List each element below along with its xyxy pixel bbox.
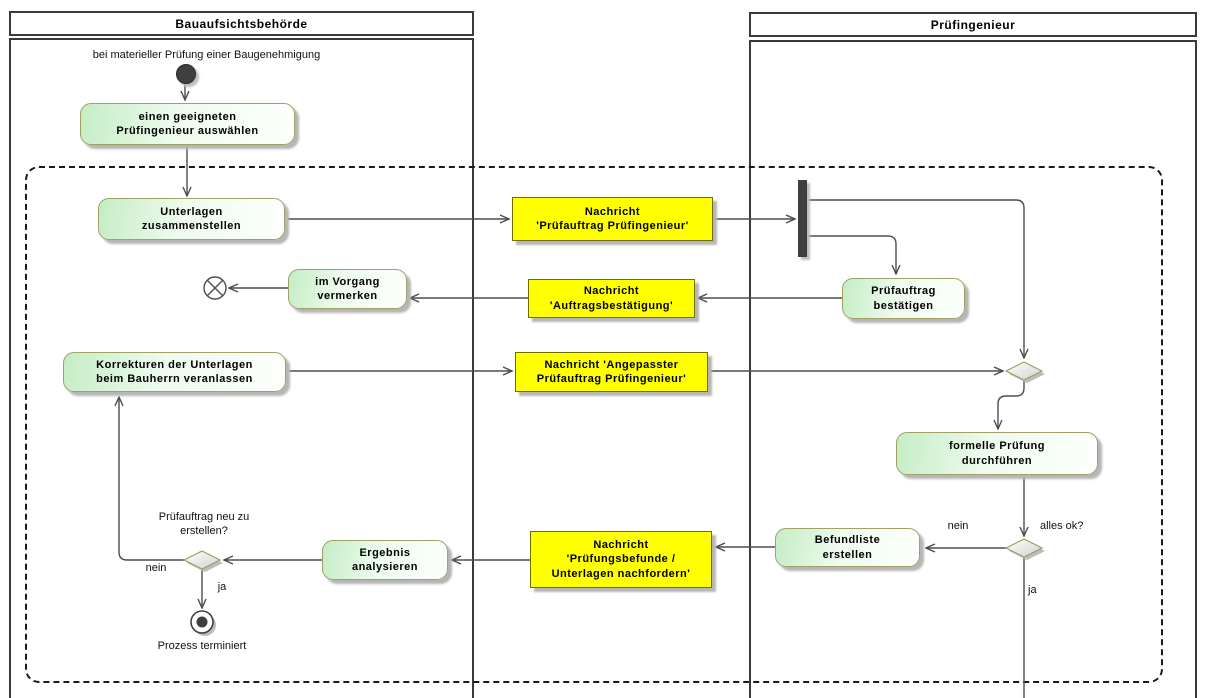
activity-compile-unterlagen[interactable]: Unterlagen zusammenstellen: [98, 198, 285, 240]
activity-pruefauftrag-bestaetigen[interactable]: Prüfauftrag bestätigen: [842, 278, 965, 319]
activity-label: Unterlagen zusammenstellen: [141, 205, 242, 232]
guard-nein-right: nein: [947, 520, 969, 532]
note-prozess-terminiert: Prozess terminiert: [157, 640, 247, 652]
edge-redo-nein-to-corrections: [119, 397, 184, 561]
edge-fork-to-confirm: [807, 235, 896, 274]
activity-label: im Vorgang vermerken: [315, 275, 380, 302]
message-label: Nachricht 'Prüfauftrag Prüfingenieur': [536, 205, 689, 232]
activity-label: einen geeigneten Prüfingenieur auswählen: [116, 110, 259, 137]
activity-label: Ergebnis analysieren: [351, 546, 419, 573]
message-label: Nachricht 'Prüfungsbefunde / Unterlagen …: [551, 539, 691, 580]
lane-header-bauaufsichtsbehoerde: Bauaufsichtsbehörde: [9, 11, 474, 36]
flow-final-node[interactable]: [203, 276, 227, 300]
activity-label: formelle Prüfung durchführen: [948, 440, 1045, 467]
activity-final-node[interactable]: [190, 610, 216, 636]
fork-bar[interactable]: [798, 180, 807, 257]
activity-label: Befundliste erstellen: [814, 534, 881, 561]
guard-nein-left: nein: [145, 562, 167, 574]
lane-title: Bauaufsichtsbehörde: [175, 16, 308, 31]
activity-ergebnis-analysieren[interactable]: Ergebnis analysieren: [322, 540, 448, 580]
decision-diamond-ok[interactable]: [1004, 538, 1045, 560]
message-label: Nachricht 'Angepasster Prüfauftrag Prüfi…: [536, 358, 687, 385]
message-pruefungsbefunde[interactable]: Nachricht 'Prüfungsbefunde / Unterlagen …: [530, 531, 712, 588]
note-alles-ok: alles ok?: [1040, 520, 1084, 532]
activity-formelle-pruefung[interactable]: formelle Prüfung durchführen: [896, 432, 1098, 475]
activity-label: Prüfauftrag bestätigen: [871, 285, 936, 312]
message-angepasster-pruefauftrag[interactable]: Nachricht 'Angepasster Prüfauftrag Prüfi…: [515, 352, 708, 392]
initial-node[interactable]: [176, 64, 196, 84]
lane-body-pruefingenieur: [749, 40, 1197, 698]
activity-select-pruefingenieur[interactable]: einen geeigneten Prüfingenieur auswählen: [80, 103, 295, 145]
note-redo-question: Prüfauftrag neu zu erstellen?: [158, 511, 250, 537]
activity-region-frame: [25, 166, 1163, 683]
guard-ja-left: ja: [217, 581, 227, 593]
activity-befundliste-erstellen[interactable]: Befundliste erstellen: [775, 528, 920, 567]
activity-label: Korrekturen der Unterlagen beim Bauherrn…: [96, 358, 253, 385]
lane-body-bauaufsichtsbehoerde: [9, 38, 474, 698]
activity-korrekturen-veranlassen[interactable]: Korrekturen der Unterlagen beim Bauherrn…: [63, 352, 286, 392]
note-start-condition: bei materieller Prüfung einer Baugenehmi…: [92, 49, 321, 61]
activity-vorgang-vermerken[interactable]: im Vorgang vermerken: [288, 269, 407, 309]
decision-diamond-redo[interactable]: [182, 550, 223, 572]
lane-header-pruefingenieur: Prüfingenieur: [749, 12, 1197, 37]
edge-merge-to-formal: [998, 380, 1025, 429]
merge-diamond[interactable]: [1004, 361, 1045, 383]
message-label: Nachricht 'Auftragsbestätigung': [549, 285, 674, 312]
edge-fork-to-merge: [807, 199, 1024, 358]
lane-title: Prüfingenieur: [930, 17, 1016, 32]
guard-ja-right: ja: [1028, 584, 1037, 596]
message-pruefauftrag-pruefingenieur[interactable]: Nachricht 'Prüfauftrag Prüfingenieur': [512, 197, 713, 241]
message-auftragsbestaetigung[interactable]: Nachricht 'Auftragsbestätigung': [528, 279, 695, 318]
